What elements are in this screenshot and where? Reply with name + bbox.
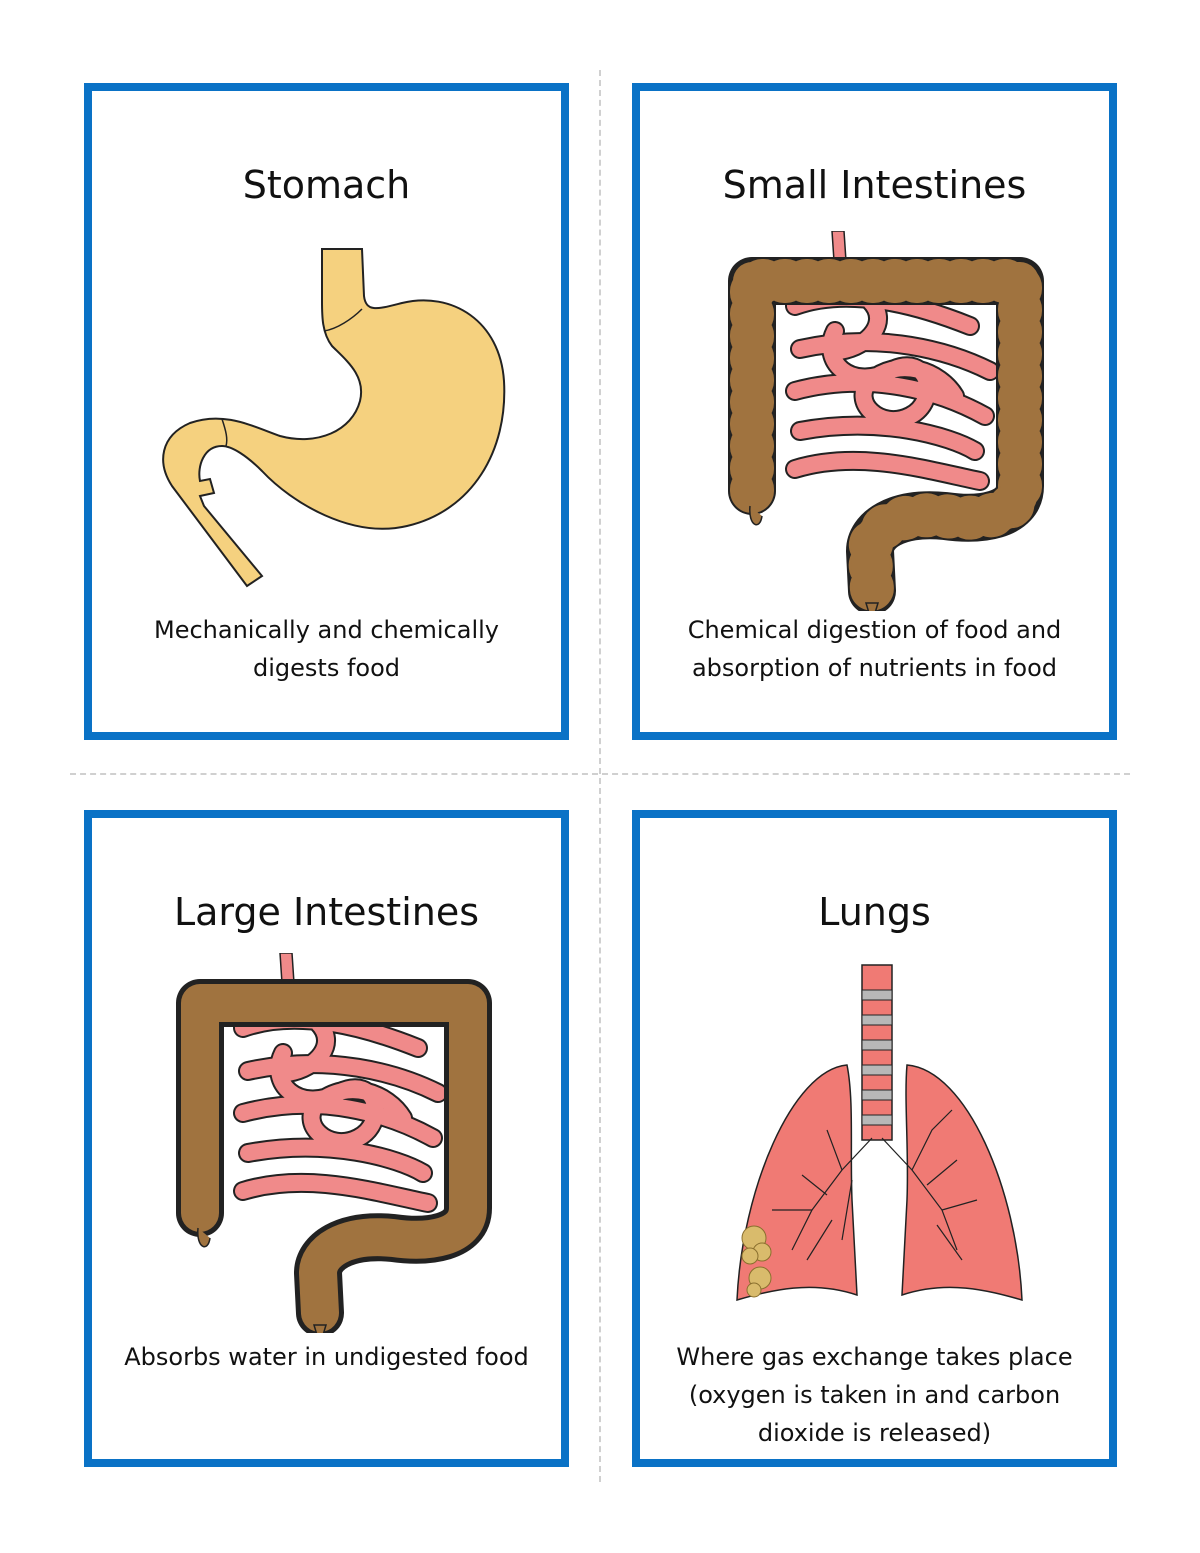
description-line: (oxygen is taken in and carbon [688, 1381, 1061, 1409]
card-title: Small Intestines [722, 163, 1027, 207]
cut-line-vertical [599, 70, 601, 1482]
card-description: Where gas exchange takes place (oxygen i… [650, 1338, 1099, 1452]
lungs-illustration [732, 960, 1032, 1320]
intestines-illustration [168, 953, 508, 1333]
description-line: dioxide is released) [757, 1419, 992, 1447]
cut-line-horizontal [70, 773, 1130, 775]
card-small-intestines: Small Intestines Chemical digestion of f… [632, 83, 1117, 740]
description-line: Mechanically and chemically [154, 616, 499, 644]
stomach-illustration [152, 241, 512, 591]
card-stomach: Stomach Mechanically and chemically dige… [84, 83, 569, 740]
description-line: Where gas exchange takes place [676, 1343, 1073, 1371]
card-title: Lungs [818, 890, 931, 934]
card-title: Large Intestines [173, 890, 480, 934]
card-description: Mechanically and chemically digests food [102, 611, 551, 687]
description-line: Absorbs water in undigested food [124, 1343, 529, 1371]
description-line: digests food [253, 654, 400, 682]
description-line: Chemical digestion of food and [687, 616, 1062, 644]
card-description: Absorbs water in undigested food [102, 1338, 551, 1376]
card-description: Chemical digestion of food and absorptio… [650, 611, 1099, 687]
intestines-illustration [720, 231, 1060, 611]
card-large-intestines: Large Intestines Absorbs water in undige… [84, 810, 569, 1467]
card-title: Stomach [242, 163, 411, 207]
card-lungs: Lungs [632, 810, 1117, 1467]
description-line: absorption of nutrients in food [691, 654, 1058, 682]
